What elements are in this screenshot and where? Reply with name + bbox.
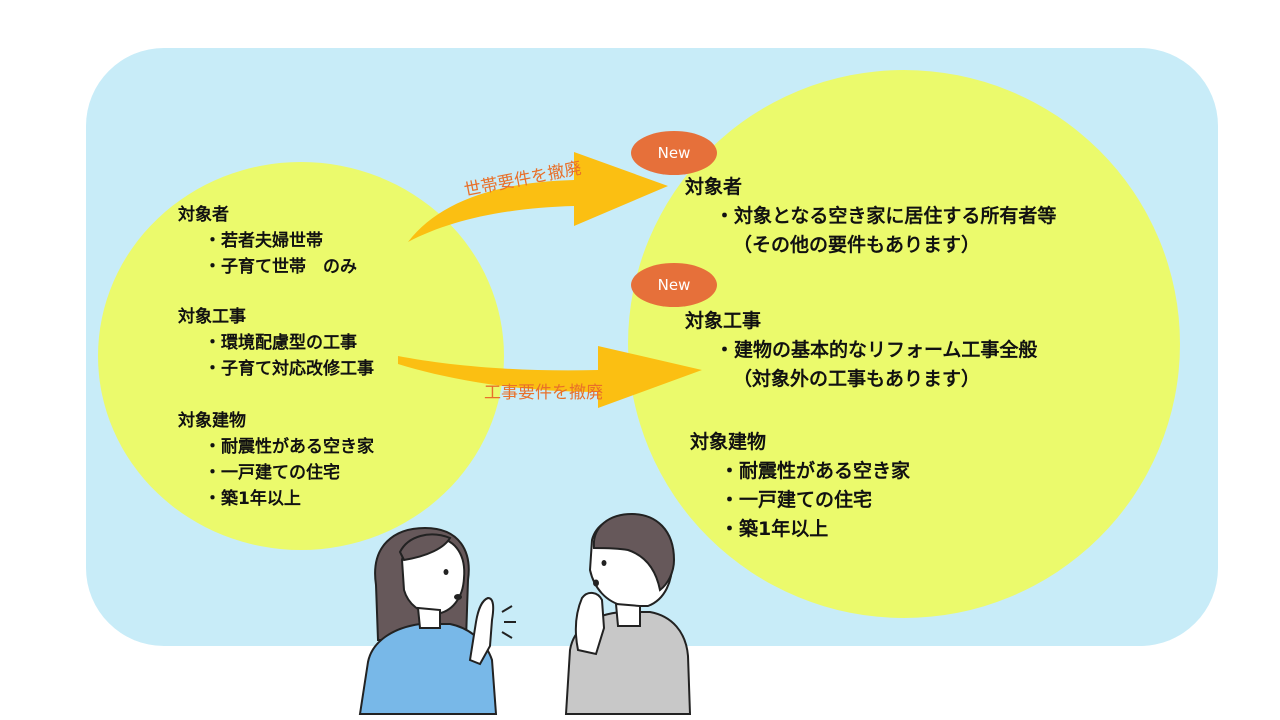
new-target-person-note: （その他の要件もあります） <box>733 234 981 256</box>
old-target-building: 対象建物 ・耐震性がある空き家 ・一戸建ての住宅 ・築1年以上 <box>178 408 374 512</box>
woman-figure <box>358 526 516 715</box>
old-target-work-item: ・環境配慮型の工事 <box>204 333 357 353</box>
new-target-building-item: ・築1年以上 <box>720 518 829 540</box>
new-badge-target-work: New <box>631 263 717 307</box>
new-target-building-heading: 対象建物 <box>690 431 767 453</box>
arrow-bottom <box>398 346 702 408</box>
new-target-person-heading: 対象者 <box>685 176 743 198</box>
old-target-building-item: ・築1年以上 <box>204 489 301 509</box>
new-target-work-item: ・建物の基本的なリフォーム工事全般 <box>715 339 1038 361</box>
old-target-person-item: ・子育て世帯 のみ <box>204 257 357 277</box>
old-target-person: 対象者 ・若者夫婦世帯 ・子育て世帯 のみ <box>178 202 357 280</box>
new-target-building: 対象建物 ・耐震性がある空き家 ・一戸建ての住宅 ・築1年以上 <box>690 428 910 544</box>
new-target-work: 対象工事 ・建物の基本的なリフォーム工事全般 （対象外の工事もあります） <box>685 307 1037 394</box>
old-target-work-heading: 対象工事 <box>178 307 246 327</box>
new-target-building-item: ・一戸建ての住宅 <box>720 489 873 511</box>
new-target-person-item: ・対象となる空き家に居住する所有者等 <box>715 205 1057 227</box>
arrow-top <box>408 152 668 242</box>
old-target-person-item: ・若者夫婦世帯 <box>204 231 323 251</box>
old-target-building-item: ・一戸建ての住宅 <box>204 463 340 483</box>
new-target-work-note: （対象外の工事もあります） <box>733 368 981 390</box>
old-target-building-item: ・耐震性がある空き家 <box>204 437 374 457</box>
man-figure <box>564 512 692 715</box>
new-target-building-item: ・耐震性がある空き家 <box>720 460 911 482</box>
new-badge-target-person: New <box>631 131 717 175</box>
old-target-work-item: ・子育て対応改修工事 <box>204 359 374 379</box>
new-requirements-circle <box>628 70 1180 618</box>
arrow-label-work: 工事要件を撤廃 <box>484 383 603 403</box>
old-target-work: 対象工事 ・環境配慮型の工事 ・子育て対応改修工事 <box>178 304 374 382</box>
old-target-person-heading: 対象者 <box>178 205 229 225</box>
old-target-building-heading: 対象建物 <box>178 411 246 431</box>
new-target-person: 対象者 ・対象となる空き家に居住する所有者等 （その他の要件もあります） <box>685 173 1056 260</box>
new-target-work-heading: 対象工事 <box>685 310 762 332</box>
